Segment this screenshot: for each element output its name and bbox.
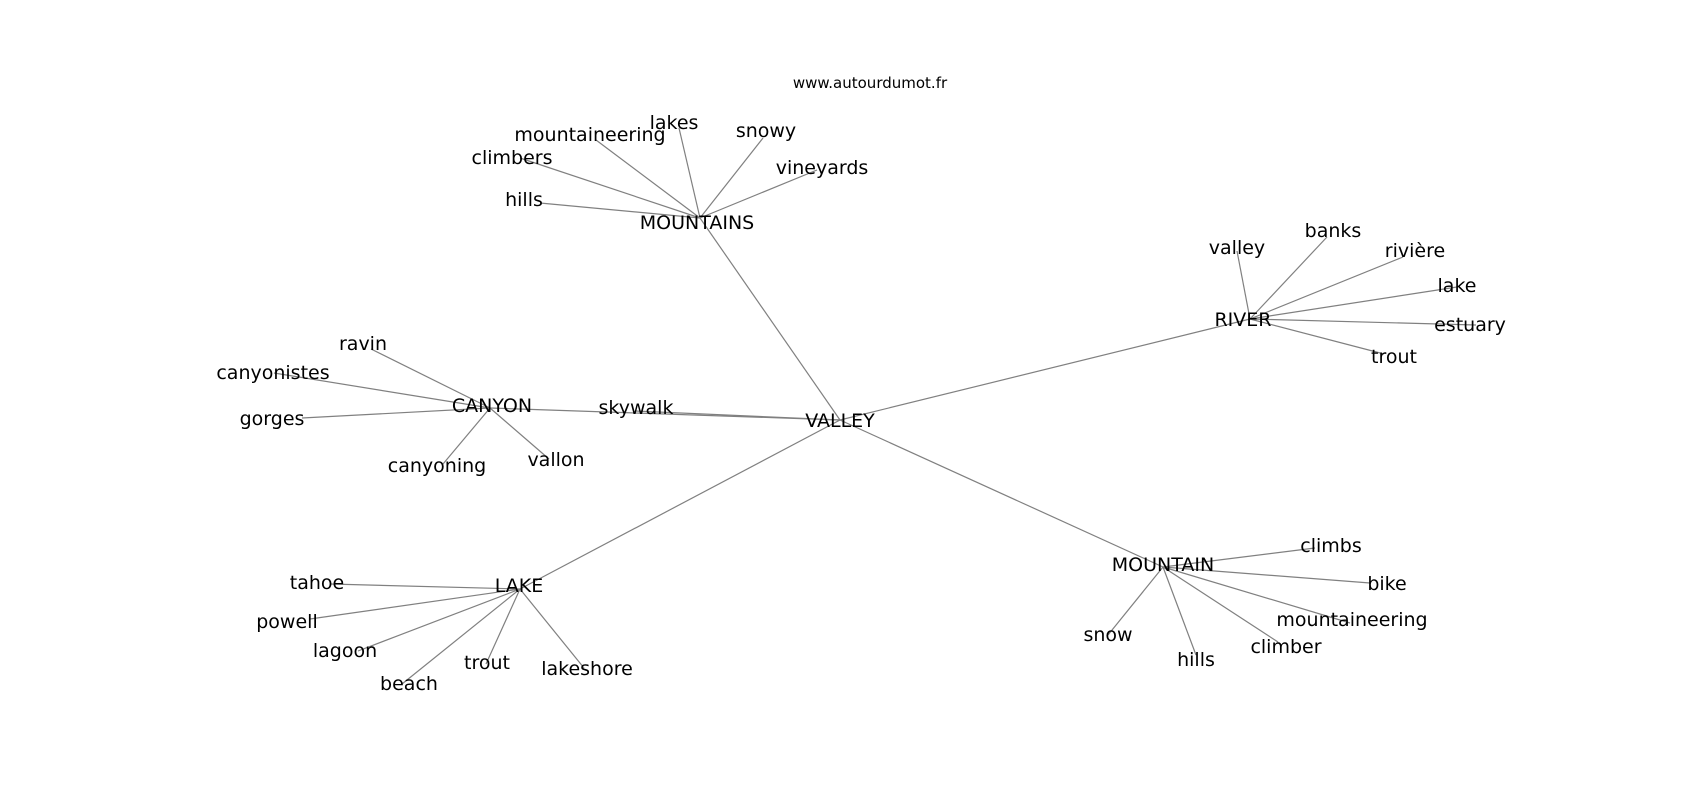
edge-mountains-vineyards [699,169,818,219]
leaf-node-canyon-canyoning: canyoning [388,455,486,477]
edge-valley-lake [519,419,841,590]
edge-river-lake [1249,286,1458,320]
leaf-node-river-valley: valley [1209,237,1265,259]
leaf-node-river-lake: lake [1438,275,1477,297]
leaf-node-canyon-ravin: ravin [339,333,387,355]
leaf-node-valley-skywalk: skywalk [599,397,674,419]
center-node-valley: VALLEY [805,410,875,432]
edge-lake-lagoon [357,588,521,652]
edge-mountains-mountaineering [595,139,701,219]
leaf-node-lake-lagoon: lagoon [313,640,377,662]
leaf-node-canyon-gorges: gorges [240,408,305,430]
leaf-node-mountains-vineyards: vineyards [776,157,869,179]
edge-valley-skywalk [634,410,841,421]
edge-canyon-ravin [370,348,491,409]
leaf-node-river-trout: trout [1371,346,1417,368]
edge-valley-mountain [839,419,1164,568]
leaf-node-mountains-snowy: snowy [736,120,796,142]
edge-mountain-climbs [1162,547,1316,568]
edge-mountain-mountaineering [1162,566,1351,624]
leaf-node-lake-lakeshore: lakeshore [541,658,633,680]
edge-canyon-canyoning [442,407,491,465]
hub-node-canyon: CANYON [452,395,532,417]
leaf-node-mountain-hills: hills [1177,649,1215,671]
edge-mountain-bike [1162,566,1371,584]
edge-river-banks [1249,236,1328,320]
edge-canyon-gorges [301,407,491,419]
edge-valley-river [839,318,1251,421]
leaf-node-mountain-climbs: climbs [1300,535,1361,557]
leaf-node-river-estuary: estuary [1434,314,1506,336]
leaf-node-mountains-climbers: climbers [472,147,553,169]
hub-node-lake: LAKE [495,575,543,597]
hub-node-mountains: MOUNTAINS [640,212,754,234]
edge-river-trout [1249,318,1385,355]
edge-lake-trout [485,588,521,665]
graph-labels: www.autourdumot.fr hillsclimbersmountain… [216,74,1506,695]
leaf-node-mountain-snow: snow [1083,624,1132,646]
edge-lake-powell [309,588,521,620]
edge-canyon-vallon [489,407,550,460]
edge-river-estuary [1249,318,1477,326]
leaf-node-mountain-bike: bike [1367,573,1406,595]
leaf-node-river-banks: banks [1305,220,1362,242]
leaf-node-lake-beach: beach [380,673,438,695]
edge-mountains-hills [539,202,701,219]
edge-mountain-snow [1107,566,1164,636]
edge-mountain-hills [1162,566,1197,656]
edge-lake-lakeshore [519,588,585,669]
leaf-node-mountains-hills: hills [505,189,543,211]
hub-node-mountain: MOUNTAIN [1112,554,1214,576]
edge-lake-beach [401,588,521,685]
graph-edges [273,127,1477,685]
edge-valley-mountains [699,217,841,421]
edge-canyon-canyonistes [273,372,491,409]
leaf-node-canyon-canyonistes: canyonistes [216,362,329,384]
leaf-node-river-riviere: rivière [1385,240,1445,262]
edge-lake-tahoe [329,583,521,590]
hub-node-river: RIVER [1214,309,1271,331]
edge-mountains-snowy [699,137,764,219]
watermark-text: www.autourdumot.fr [793,74,948,92]
edge-river-valley [1236,250,1251,320]
leaf-node-mountains-lakes: lakes [650,112,699,134]
leaf-node-canyon-vallon: vallon [527,449,584,471]
leaf-node-mountains-mountaineering: mountaineering [514,124,665,146]
edge-river-riviere [1249,256,1404,320]
edge-mountains-climbers [519,157,701,219]
edge-mountains-lakes [678,127,701,219]
leaf-node-lake-tahoe: tahoe [290,572,344,594]
leaf-node-lake-powell: powell [256,611,317,633]
leaf-node-lake-trout: trout [464,652,510,674]
leaf-node-mountain-mountaineering: mountaineering [1276,609,1427,631]
edge-mountain-climber [1162,566,1279,643]
leaf-node-mountain-climber: climber [1250,636,1321,658]
